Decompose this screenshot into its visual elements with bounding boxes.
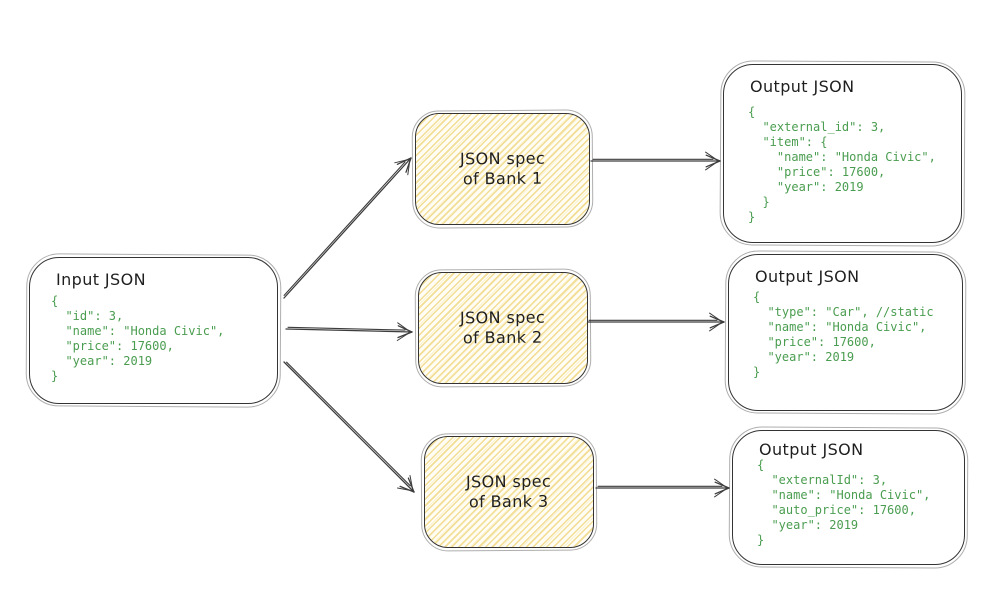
bank-3-box: JSON spec of Bank 3 <box>424 436 594 548</box>
output-1-title: Output JSON <box>750 77 855 96</box>
bank-2-box: JSON spec of Bank 2 <box>418 272 588 384</box>
output-2-json-code: { "type": "Car", //static "name": "Honda… <box>753 290 934 379</box>
bank-3-label: JSON spec of Bank 3 <box>466 471 552 512</box>
bank-1-box: JSON spec of Bank 1 <box>415 113 590 225</box>
output-1-json-code: { "external_id": 3, "item": { "name": "H… <box>748 105 936 224</box>
output-3-box: Output JSON { "externalId": 3, "name": "… <box>732 430 965 565</box>
bank-2-label: JSON spec of Bank 2 <box>460 307 546 348</box>
output-1-box: Output JSON { "external_id": 3, "item": … <box>723 64 962 243</box>
output-2-title: Output JSON <box>755 267 860 286</box>
output-3-title: Output JSON <box>759 440 864 459</box>
output-3-json-code: { "externalId": 3, "name": "Honda Civic"… <box>757 458 931 547</box>
input-json-code: { "id": 3, "name": "Honda Civic", "price… <box>51 294 225 383</box>
bank-1-label: JSON spec of Bank 1 <box>459 148 546 189</box>
input-box-title: Input JSON <box>56 270 146 289</box>
output-2-box: Output JSON { "type": "Car", //static "n… <box>728 254 963 411</box>
input-json-box: Input JSON { "id": 3, "name": "Honda Civ… <box>29 257 278 404</box>
